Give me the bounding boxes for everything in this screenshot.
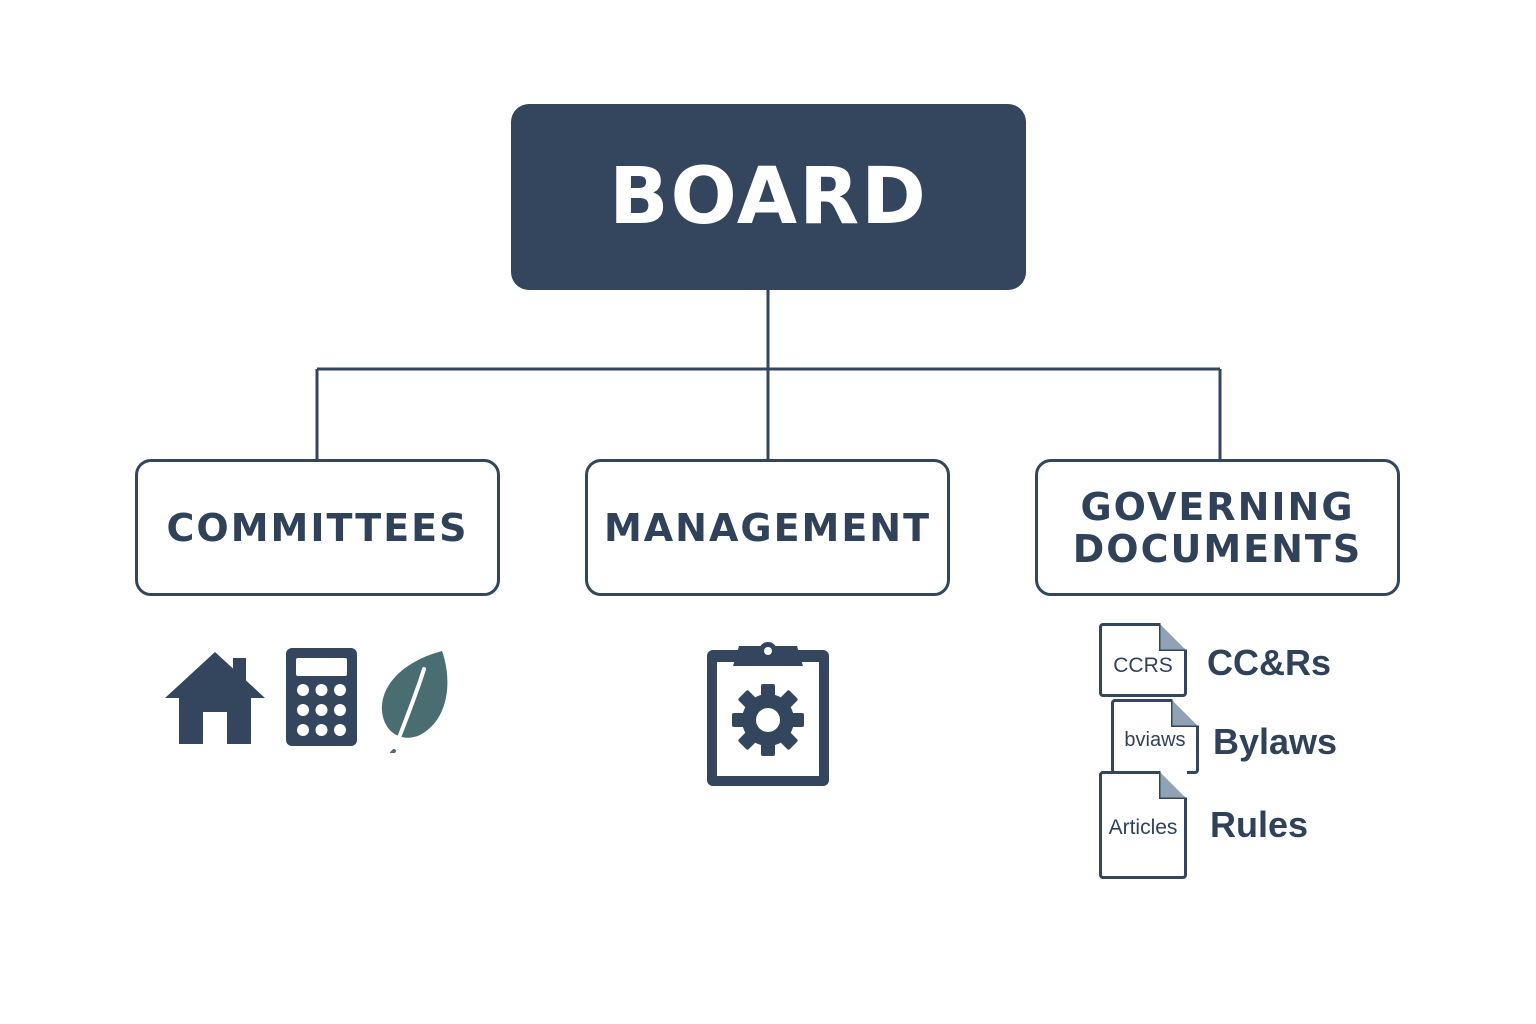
articles-document-icon: Articles xyxy=(1099,771,1187,879)
leaf-icon xyxy=(381,651,448,753)
rules-label: Rules xyxy=(1210,804,1309,845)
page-fold-icon xyxy=(1159,623,1187,651)
governing-documents-label: GOVERNING DOCUMENTS xyxy=(1072,484,1363,571)
articles-document-text: Articles xyxy=(1108,816,1178,839)
ccrs-label: CC&Rs xyxy=(1207,642,1332,683)
governing-documents-node: GOVERNING DOCUMENTS xyxy=(1035,459,1400,596)
bylaws-document-icon: bviaws xyxy=(1111,699,1199,774)
page-fold-icon xyxy=(1171,699,1199,727)
management-node: MANAGEMENT xyxy=(585,459,950,596)
bylaws-label: Bylaws xyxy=(1213,721,1338,762)
house-icon xyxy=(165,652,265,744)
bylaws-document-text: bviaws xyxy=(1124,729,1186,751)
board-label: BOARD xyxy=(609,152,928,242)
ccrs-document-text: CCRS xyxy=(1113,654,1173,677)
management-label: MANAGEMENT xyxy=(603,505,932,550)
ccrs-document-icon: CCRS xyxy=(1099,623,1187,697)
clipboard-gear-icon xyxy=(707,642,829,786)
calculator-icon xyxy=(286,648,357,746)
committees-node: COMMITTEES xyxy=(135,459,500,596)
board-node: BOARD xyxy=(511,104,1026,290)
page-fold-icon xyxy=(1159,771,1187,799)
committees-label: COMMITTEES xyxy=(166,505,469,550)
document-stack: CCRS bviaws Articles xyxy=(1095,620,1205,885)
